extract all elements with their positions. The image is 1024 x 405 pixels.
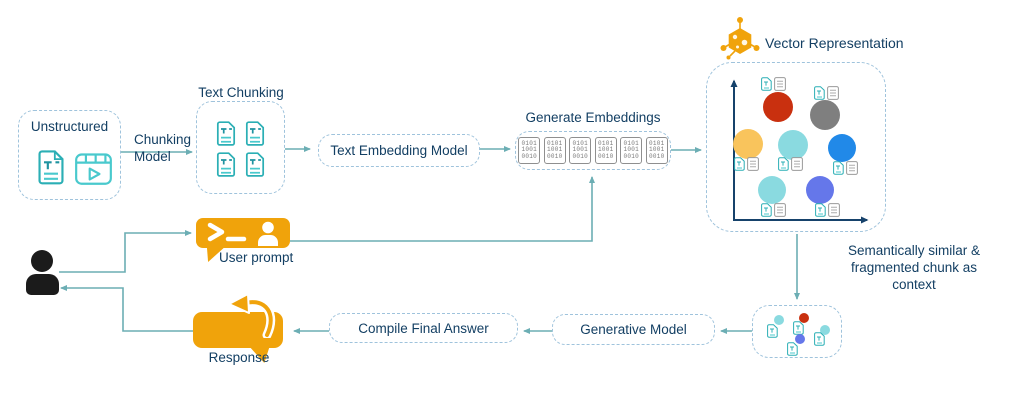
generative-model-label: Generative Model (580, 322, 687, 337)
text-document-icon (38, 150, 64, 185)
user-prompt-label: User prompt (219, 250, 294, 265)
chunk-icon-pair (734, 157, 759, 171)
mini-binary-icon (791, 157, 803, 171)
mini-document-icon (761, 203, 772, 217)
chunk-icon-pair (814, 86, 839, 100)
chunk-icon-pair (833, 161, 858, 175)
generative-model-node: Generative Model (552, 314, 715, 345)
vector-scatter (707, 63, 887, 233)
vector-cube-icon (720, 17, 760, 60)
mini-document-icon (767, 324, 778, 338)
context-point (795, 334, 805, 344)
chunk-icon-pair (778, 157, 803, 171)
reply-arrow-icon (228, 294, 276, 338)
chunking-model-label: Chunking Model (134, 132, 192, 164)
vector-point (828, 134, 856, 162)
chunk-document-icon (245, 121, 265, 146)
chunk-document-icon (216, 121, 236, 146)
vector-point (763, 92, 793, 122)
context-chunks-node (752, 305, 842, 358)
text-embedding-model-node: Text Embedding Model (318, 134, 480, 167)
context-point (774, 315, 784, 325)
mini-document-icon (787, 342, 798, 356)
compile-final-answer-label: Compile Final Answer (358, 320, 489, 336)
chunk-icon-pair (761, 77, 786, 91)
chunk-document-icon (216, 152, 236, 177)
generate-embeddings-label: Generate Embeddings (525, 110, 661, 125)
mini-document-icon (734, 157, 745, 171)
compile-final-answer-node: Compile Final Answer (329, 313, 518, 343)
vector-point (758, 176, 786, 204)
video-icon (75, 153, 112, 185)
terminal-prompt-icon (207, 221, 278, 246)
mini-binary-icon (846, 161, 858, 175)
chunk-icon-pair (815, 203, 840, 217)
chunk-icon-pair (761, 203, 786, 217)
person-head (31, 250, 53, 272)
mini-binary-icon (774, 77, 786, 91)
vector-point (810, 100, 840, 130)
vector-representation-label: Vector Representation (765, 35, 904, 51)
unstructured-node: Unstructured (18, 110, 121, 200)
mini-document-icon (815, 203, 826, 217)
person-body (26, 274, 59, 295)
mini-document-icon (778, 157, 789, 171)
mini-document-icon (761, 77, 772, 91)
mini-binary-icon (747, 157, 759, 171)
text-chunking-node (196, 101, 285, 194)
chunk-document-icon (245, 152, 265, 177)
mini-binary-icon (827, 86, 839, 100)
vector-point (733, 129, 763, 159)
context-point (820, 325, 830, 335)
context-point (799, 313, 809, 323)
vector-point (806, 176, 834, 204)
mini-binary-icon (774, 203, 786, 217)
text-embedding-model-label: Text Embedding Model (330, 143, 468, 158)
mini-document-icon (833, 161, 844, 175)
text-chunking-label: Text Chunking (198, 85, 284, 100)
mini-binary-icon (828, 203, 840, 217)
mini-document-icon (793, 321, 804, 335)
mini-document-icon (814, 86, 825, 100)
vector-point (778, 130, 808, 160)
unstructured-label: Unstructured (30, 119, 109, 134)
mini-document-icon (814, 332, 825, 346)
vector-space-panel (706, 62, 886, 232)
response-label: Response (208, 350, 270, 365)
semantic-note: Semantically similar & fragmented chunk … (847, 243, 981, 292)
